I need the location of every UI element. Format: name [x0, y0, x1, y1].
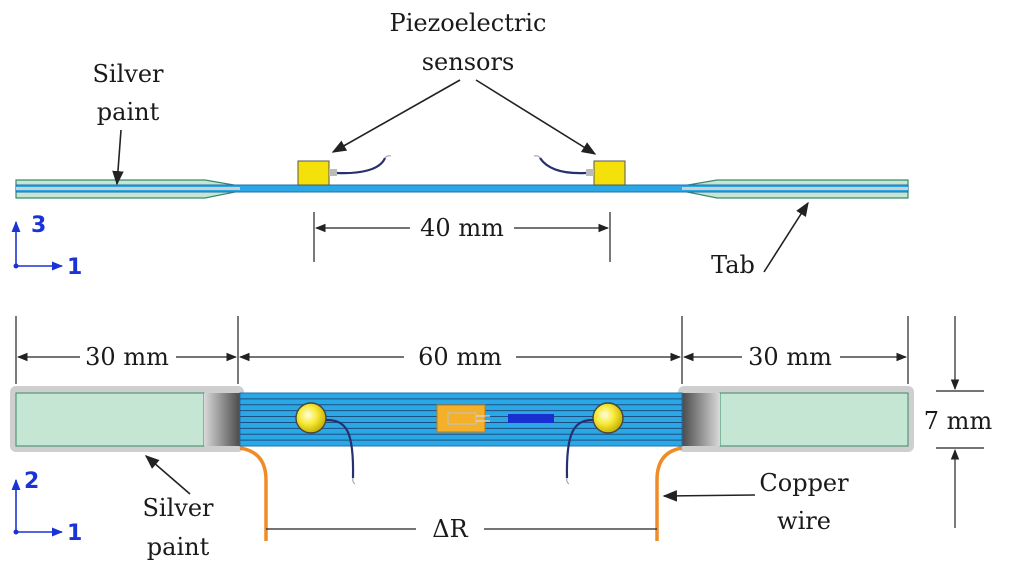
side-piezo-sensor-left: [297, 160, 330, 186]
top-left-tab: [15, 392, 205, 447]
copper-wire-right: [655, 446, 683, 541]
top-axis-triad: 2 1: [11, 469, 82, 546]
strain-gauge-grid: [447, 412, 477, 425]
width-label: 7 mm: [924, 407, 993, 435]
side-piezo-lead-left: [329, 169, 337, 176]
side-view: 40 mm Piezoelectric sensors Silver paint…: [11, 9, 909, 280]
top-axis-1-label: 1: [67, 521, 82, 546]
silver-bottom-label-line2: paint: [147, 533, 210, 561]
side-piezo-sensor-right: [593, 160, 626, 186]
top-wire-right: [565, 418, 594, 479]
top-right-tab: [719, 392, 909, 447]
resistance-label: ΔR: [432, 515, 468, 543]
silver-bottom-label-line1: Silver: [142, 494, 214, 522]
top-axis-2-label: 2: [24, 469, 39, 494]
side-piezo-lead-right: [586, 169, 594, 176]
silver-top-label-line1: Silver: [92, 60, 164, 88]
piezo-label-line1: Piezoelectric: [390, 9, 547, 37]
side-axis-3-label: 3: [31, 213, 46, 238]
piezo-label-line2: sensors: [422, 48, 515, 76]
piezo-pointer-right: [475, 79, 597, 155]
top-piezo-sensor-left: [295, 402, 327, 434]
silver-top-pointer: [112, 129, 124, 186]
top-piezo-sensor-right: [592, 402, 624, 434]
strain-gauge-pad: [436, 404, 486, 433]
gauge-length-label: 40 mm: [420, 214, 504, 242]
top-right-silver: [682, 393, 720, 446]
side-wire-right: [539, 157, 587, 175]
side-axis-triad: 3 1: [11, 213, 82, 280]
copper-pointer: [662, 490, 756, 502]
top-wire-left: [325, 418, 355, 479]
tab-pointer: [763, 201, 809, 273]
copper-wire-left: [239, 446, 268, 541]
top-left-silver: [204, 393, 240, 446]
left-tab-length-label: 30 mm: [85, 343, 169, 371]
silver-top-label-line2: paint: [97, 98, 160, 126]
copper-label-line2: wire: [777, 507, 831, 535]
side-axis-1-label: 1: [67, 255, 82, 280]
side-wire-left: [336, 157, 387, 175]
silver-bottom-pointer: [144, 455, 191, 495]
right-tab-length-label: 30 mm: [748, 343, 832, 371]
copper-label-line1: Copper: [759, 469, 849, 497]
strain-gauge-element: [508, 414, 554, 423]
center-length-label: 60 mm: [418, 343, 502, 371]
top-view: 30 mm 60 mm 30 mm: [10, 316, 992, 561]
piezo-pointer-left: [331, 79, 461, 153]
tab-label: Tab: [711, 251, 755, 279]
